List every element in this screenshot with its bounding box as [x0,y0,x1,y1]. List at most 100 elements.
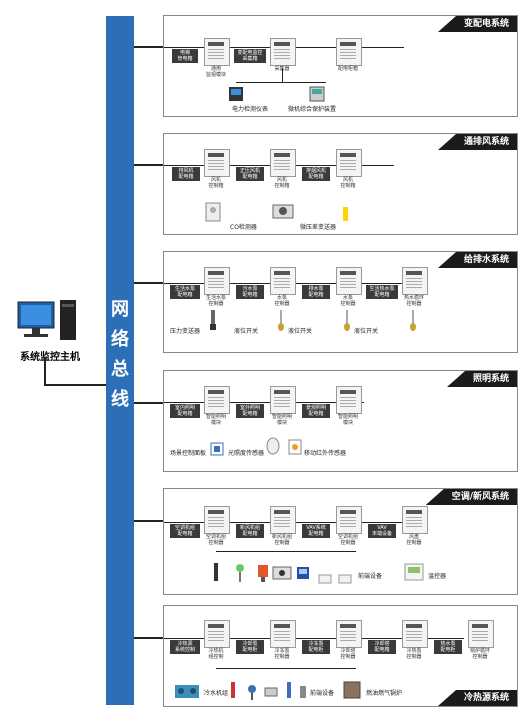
box-label: 冷热泵 控制器 [406,648,422,660]
controller-box [336,267,362,295]
panel-water: 给排水系统 生活水泵 配电箱 生活水泵 控制器 污水泵 配电箱 水泵 控制器 排… [163,251,518,353]
box-label: 智能照明 模块 [205,414,226,426]
box-label: 新风机组 控制器 [271,534,292,546]
controller-box [204,38,230,66]
panel-title: 给排水系统 [437,252,517,268]
collector-box [270,38,296,66]
box-label: 热水循环 控制器 [403,295,424,307]
device-caption: 液位开关 [234,328,259,335]
box-label: 锅炉循环 控制器 [469,648,490,660]
bus-connector [134,46,163,48]
box-label: 冷冻泵 控制器 [274,648,290,660]
panel-bus-line [164,402,364,403]
panel-bus-line [164,638,464,639]
sensor-icon [342,206,350,225]
device-caption: 移动红外传感器 [304,450,347,457]
co-detector-icon [204,202,222,226]
device-caption: 冷水机组 [204,690,229,697]
controller-box [270,267,296,295]
controller-box [204,149,230,177]
box-label: 空调机组 控制器 [337,534,358,546]
controller-box [270,506,296,534]
panel-tag: 冷热源 系统控制 [170,640,200,654]
device-caption: 前端设备 [310,690,335,697]
device-caption: 液位开关 [354,328,379,335]
bus-label-char: 络 [111,329,129,350]
damper-actuator-icon [272,565,292,584]
panel-tag: 污水泵 配电箱 [236,285,264,299]
box-label: 通用 监视模块 [205,66,226,78]
panel-cold-heat-source: 冷热源系统 冷热源 系统控制 冷热机 组控制 冷却泵 配电柜 冷冻泵 控制器 冷… [163,605,518,707]
controller-box [204,620,230,648]
box-label: 风机 控制箱 [340,177,356,189]
box-label: 水泵 控制器 [340,295,356,307]
network-bus [106,16,134,705]
monitor-host-icon [10,300,90,340]
sensor-icon [228,682,238,704]
chiller-icon [174,682,200,704]
panel-tag: VAV系统 配电箱 [302,524,330,538]
panel-tag: 新风机组 配电箱 [236,524,264,538]
bus-connector [134,637,163,639]
humidity-sensor-icon [234,563,246,587]
panel-ventilation: 通排风系统 排风机 配电箱 风机 控制箱 正压风机 配电箱 风机 控制箱 排烟风… [163,133,518,235]
panel-hvac: 空调/新风系统 空调机组 配电箱 空调机组 控制器 新风机组 配电箱 新风机组 … [163,488,518,595]
lighting-module-box [270,386,296,414]
panel-tag: 冷却泵 配电柜 [236,640,264,654]
panel-tag: 排烟风机 配电箱 [302,167,330,181]
controller-box [468,620,494,648]
panel-lighting: 照明系统 室内照明 配电箱 智能照明 模块 室外照明 配电箱 智能照明 模块 景… [163,370,518,472]
panel-title: 通排风系统 [437,134,517,150]
cabinet-box [336,38,362,66]
controller-box [204,267,230,295]
controller-box [336,149,362,177]
bus-connector [134,282,163,284]
panel-tag: 冷冻泵 配电柜 [302,640,330,654]
panel-tag: 正压风机 配电箱 [236,167,264,181]
pressure-sensor-icon [208,310,218,336]
controller-box [402,620,428,648]
controller-box [270,620,296,648]
controller-box [402,267,428,295]
bus-connector [134,164,163,166]
flow-sensor-icon [264,684,278,704]
bus-label-char: 网 [111,299,129,320]
box-label: 空调机组 控制器 [205,534,226,546]
lighting-module-box [204,386,230,414]
box-label: 冷热机 组控制 [208,648,224,660]
panel-tag: 变配电监控 采集箱 [234,49,266,63]
panel-tag: 室外照明 配电箱 [236,404,264,418]
level-switch-icon [342,310,352,336]
box-label: 风盘 控制器 [406,534,422,546]
controller-box [402,506,428,534]
device-caption: 微机综合保护装置 [288,106,337,113]
light-sensor-icon [266,437,280,459]
box-label: 风机 控制箱 [274,177,290,189]
panel-tag: VAV 末端设备 [368,524,396,538]
boiler-icon [342,680,362,704]
panel-tag: 排水泵 配电箱 [302,285,330,299]
lighting-module-box [336,386,362,414]
device-caption: 温控器 [428,573,447,580]
device-caption: CO检测器 [230,224,257,231]
pressure-transmitter-icon [272,202,294,224]
temperature-sensor-icon [212,563,220,587]
sensor-icon [318,569,332,588]
device-caption: 场景控制面板 [170,450,207,457]
controller-box [204,506,230,534]
sensor-icon [338,569,352,588]
device-caption: 光照度传感器 [228,450,265,457]
temperature-sensor-icon [284,682,294,704]
controller-box [270,149,296,177]
panel-tag: 排风机 配电箱 [172,167,200,181]
pressure-gauge-icon [246,684,258,704]
infrared-sensor-icon [288,439,302,459]
panel-power: 变配电系统 电梯 管电箱 通用 监视模块 变配电监控 采集箱 采集器 配电柜箱 … [163,15,518,117]
box-label: 生活水泵 控制器 [205,295,226,307]
controller-box [336,506,362,534]
host-label: 系统监控主机 [20,352,80,363]
bus-connector [134,402,163,404]
panel-title: 变配电系统 [437,16,517,32]
sensor-icon [298,684,308,704]
device-caption: 液位开关 [288,328,313,335]
